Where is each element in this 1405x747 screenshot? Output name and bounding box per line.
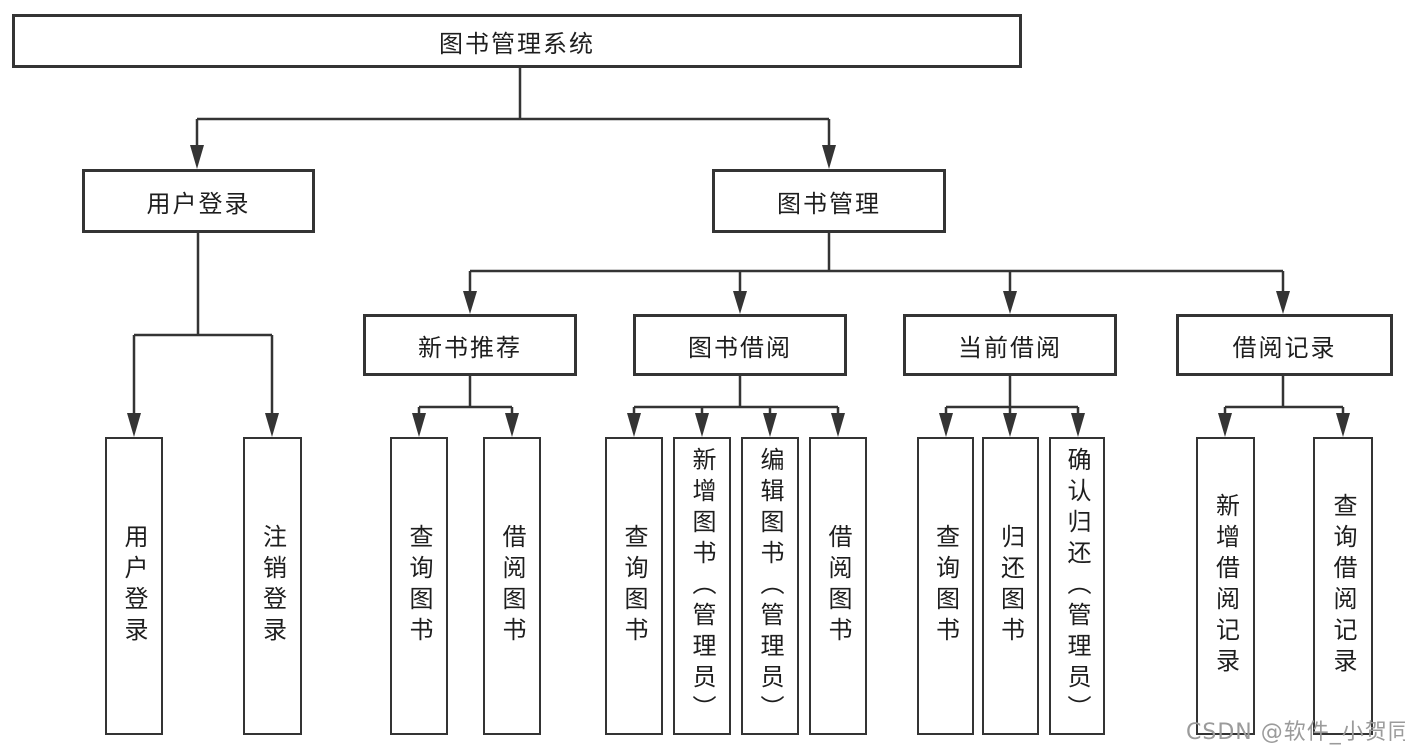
leaf-borrow-books-recommend: 借阅图书: [483, 437, 541, 735]
node-user-login: 用户登录: [82, 169, 315, 233]
node-borrowing-records: 借阅记录: [1176, 314, 1393, 376]
leaf-label: 借阅图书: [824, 524, 852, 648]
leaf-label: 查询借阅记录: [1329, 493, 1357, 679]
leaf-query-books-current: 查询图书: [917, 437, 974, 735]
node-label: 用户登录: [146, 189, 251, 218]
node-label: 借阅记录: [1232, 333, 1337, 362]
leaf-label: 新增图书（管理员）: [688, 446, 716, 726]
node-label: 图书借阅: [688, 333, 792, 362]
node-label: 新书推荐: [418, 333, 522, 362]
node-new-book-recommend: 新书推荐: [363, 314, 577, 376]
node-label: 当前借阅: [958, 333, 1062, 362]
leaf-add-book-admin: 新增图书（管理员）: [673, 437, 731, 735]
leaf-add-borrow-record: 新增借阅记录: [1196, 437, 1255, 735]
leaf-return-book: 归还图书: [982, 437, 1039, 735]
node-label: 图书管理系统: [439, 29, 595, 58]
leaf-query-books-borrowing: 查询图书: [605, 437, 663, 735]
node-label: 图书管理: [777, 189, 881, 218]
leaf-user-login: 用户登录: [105, 437, 163, 735]
leaf-label: 查询图书: [405, 524, 433, 648]
leaf-label: 归还图书: [996, 524, 1025, 648]
node-library-management-system: 图书管理系统: [12, 14, 1022, 68]
leaf-label: 用户登录: [120, 524, 148, 648]
csdn-watermark: CSDN @软件_小贺同学: [1186, 720, 1405, 745]
leaf-label: 确认归还（管理员）: [1063, 446, 1091, 726]
leaf-label: 新增借阅记录: [1211, 493, 1240, 679]
leaf-borrow-books: 借阅图书: [809, 437, 867, 735]
leaf-query-books-recommend: 查询图书: [390, 437, 448, 735]
leaf-edit-book-admin: 编辑图书（管理员）: [741, 437, 799, 735]
leaf-label: 编辑图书（管理员）: [756, 446, 784, 726]
leaf-query-borrow-record: 查询借阅记录: [1313, 437, 1373, 735]
leaf-label: 注销登录: [258, 524, 287, 648]
leaf-confirm-return-admin: 确认归还（管理员）: [1049, 437, 1105, 735]
leaf-logout: 注销登录: [243, 437, 302, 735]
leaf-label: 查询图书: [931, 524, 960, 648]
leaf-label: 借阅图书: [498, 524, 526, 648]
node-book-management: 图书管理: [712, 169, 946, 233]
node-current-borrowing: 当前借阅: [903, 314, 1117, 376]
node-book-borrowing: 图书借阅: [633, 314, 847, 376]
leaf-label: 查询图书: [620, 524, 648, 648]
